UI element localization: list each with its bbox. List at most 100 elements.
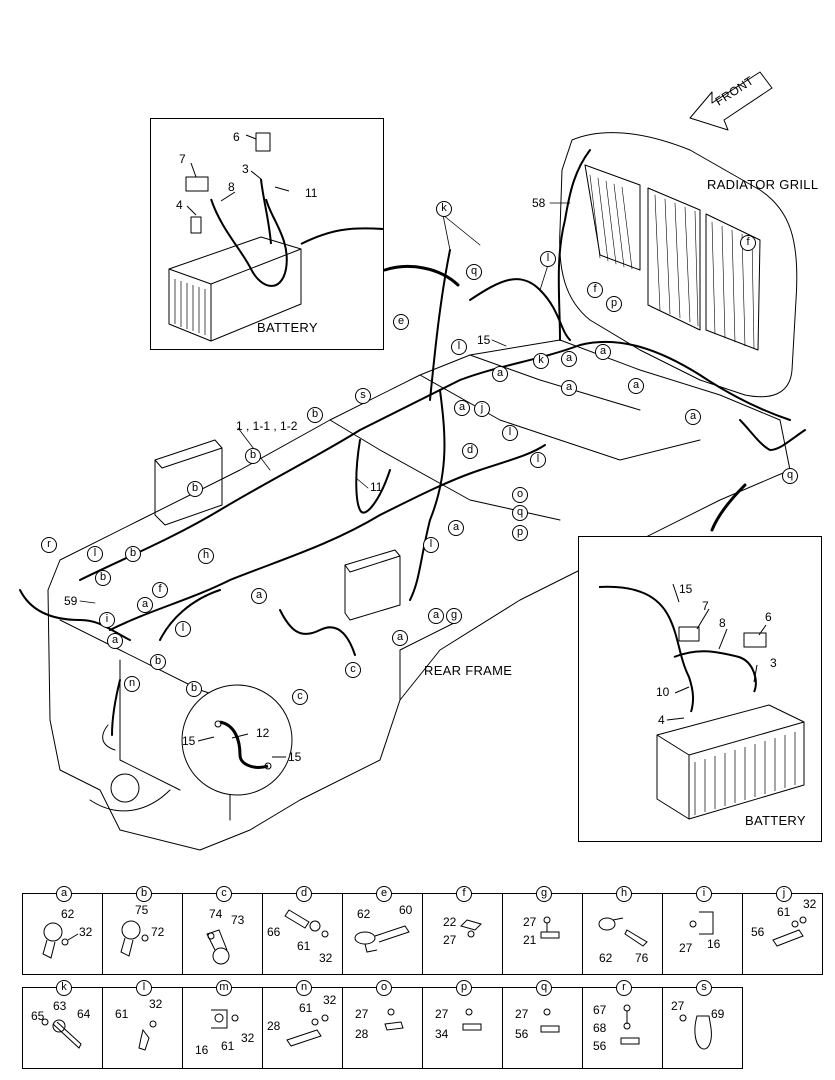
callout-8: 8 [228,180,235,194]
marker-o: o [512,487,528,503]
legend-part-73: 73 [231,913,245,927]
battery-inset-right: 15 7 6 8 3 10 4 BATTERY [578,536,822,842]
legend-part-62: 62 [599,951,613,965]
marker-a: a [561,380,577,396]
battery-caption-right: BATTERY [745,813,806,828]
legend-part-62: 62 [61,907,75,921]
callout-4-right: 4 [658,713,665,727]
harness-ref-label: 1 , 1-1 , 1-2 [236,419,298,433]
legend-part-28: 28 [267,1019,281,1033]
chassis-frame [47,339,791,851]
legend-cell-c: c 74 73 [182,886,263,975]
callout-15-detail-a: 15 [182,734,196,748]
marker-r: r [41,537,57,553]
callout-11-main: 11 [370,480,383,494]
marker-b: b [95,570,111,586]
marker-i: i [99,612,115,628]
marker-a: a [454,400,470,416]
legend-part-16: 16 [195,1043,209,1057]
marker-a: a [428,608,444,624]
clamp-k-icon [41,1018,82,1049]
legend-key-g: g [536,886,552,902]
legend-key-d: d [296,886,312,902]
front-arrow [689,71,773,131]
clamp-s-icon [679,1014,712,1050]
legend-key-m: m [216,980,232,996]
clamp-j-icon [772,916,807,947]
clamp-b-icon [120,920,149,957]
callout-4: 4 [176,198,183,212]
callout-15-main: 15 [477,333,491,347]
callout-15-detail-b: 15 [288,750,302,764]
marker-k: k [533,353,549,369]
marker-l: l [451,339,467,355]
radiator-grill [559,132,798,398]
legend-part-27: 27 [443,933,457,947]
connector-e-icon [354,925,410,953]
legend-cell-m: m 16 61 32 [182,980,263,1069]
legend-part-61: 61 [777,905,791,919]
legend-key-e: e [376,886,392,902]
clamp-f-icon [460,919,482,938]
marker-f: f [587,282,603,298]
legend-key-p: p [456,980,472,996]
callout-58: 58 [532,196,546,210]
battery-right-art [598,583,805,820]
marker-a: a [448,520,464,536]
battery-caption-top: BATTERY [257,320,318,335]
marker-a: a [561,351,577,367]
legend-part-27: 27 [355,1007,369,1021]
clamp-n-icon [286,1014,329,1047]
marker-c: c [292,689,308,705]
marker-b: b [150,654,166,670]
marker-b: b [245,448,261,464]
battery-top-art [168,132,384,342]
legend-cell-p: p 27 34 [422,980,503,1069]
marker-a: a [685,409,701,425]
clamp-l-icon [138,1020,157,1051]
legend-part-27: 27 [671,999,685,1013]
clamp-d-icon [284,909,329,938]
battery-inset-top: 6 7 3 8 11 4 BATTERY [150,118,384,350]
marker-a: a [595,344,611,360]
legend-part-60: 60 [399,903,413,917]
marker-a: a [251,588,267,604]
marker-n: n [124,676,140,692]
legend-cell-h: h 62 76 [582,886,663,975]
legend-part-64: 64 [77,1007,91,1021]
callout-8-right: 8 [719,616,726,630]
legend-cell-i: i 27 16 [662,886,743,975]
legend-cell-s: s 27 69 [662,980,743,1069]
marker-a: a [137,597,153,613]
legend-cell-d: d 66 61 32 [262,886,343,975]
legend-cell-k: k 65 63 64 [22,980,103,1069]
marker-s: s [355,388,371,404]
marker-j: j [474,401,490,417]
clamp-r-icon [620,1004,640,1045]
marker-p: p [606,296,622,312]
marker-e: e [393,314,409,330]
legend-cell-n: n 28 61 32 [262,980,343,1069]
legend-part-32: 32 [149,997,163,1011]
marker-a: a [492,366,508,382]
clamp-i-icon [689,911,714,935]
radiator-grill-label: RADIATOR GRILL [707,177,819,192]
marker-l: l [530,452,546,468]
legend-row-2: k 65 63 64 l 61 32 m 16 61 32 n 28 61 32… [22,980,743,1069]
legend-cell-o: o 27 28 [342,980,423,1069]
legend-key-l: l [136,980,152,996]
legend-part-63: 63 [53,999,67,1013]
marker-q: q [466,264,482,280]
legend-part-27: 27 [435,1007,449,1021]
marker-l: l [540,251,556,267]
clamp-a-icon [42,922,79,959]
legend-part-67: 67 [593,1003,607,1017]
callout-15-right: 15 [679,582,693,596]
legend-part-56: 56 [751,925,765,939]
legend-key-s: s [696,980,712,996]
legend-key-n: n [296,980,312,996]
legend-part-56: 56 [515,1027,529,1041]
legend-key-i: i [696,886,712,902]
marker-b: b [307,407,323,423]
